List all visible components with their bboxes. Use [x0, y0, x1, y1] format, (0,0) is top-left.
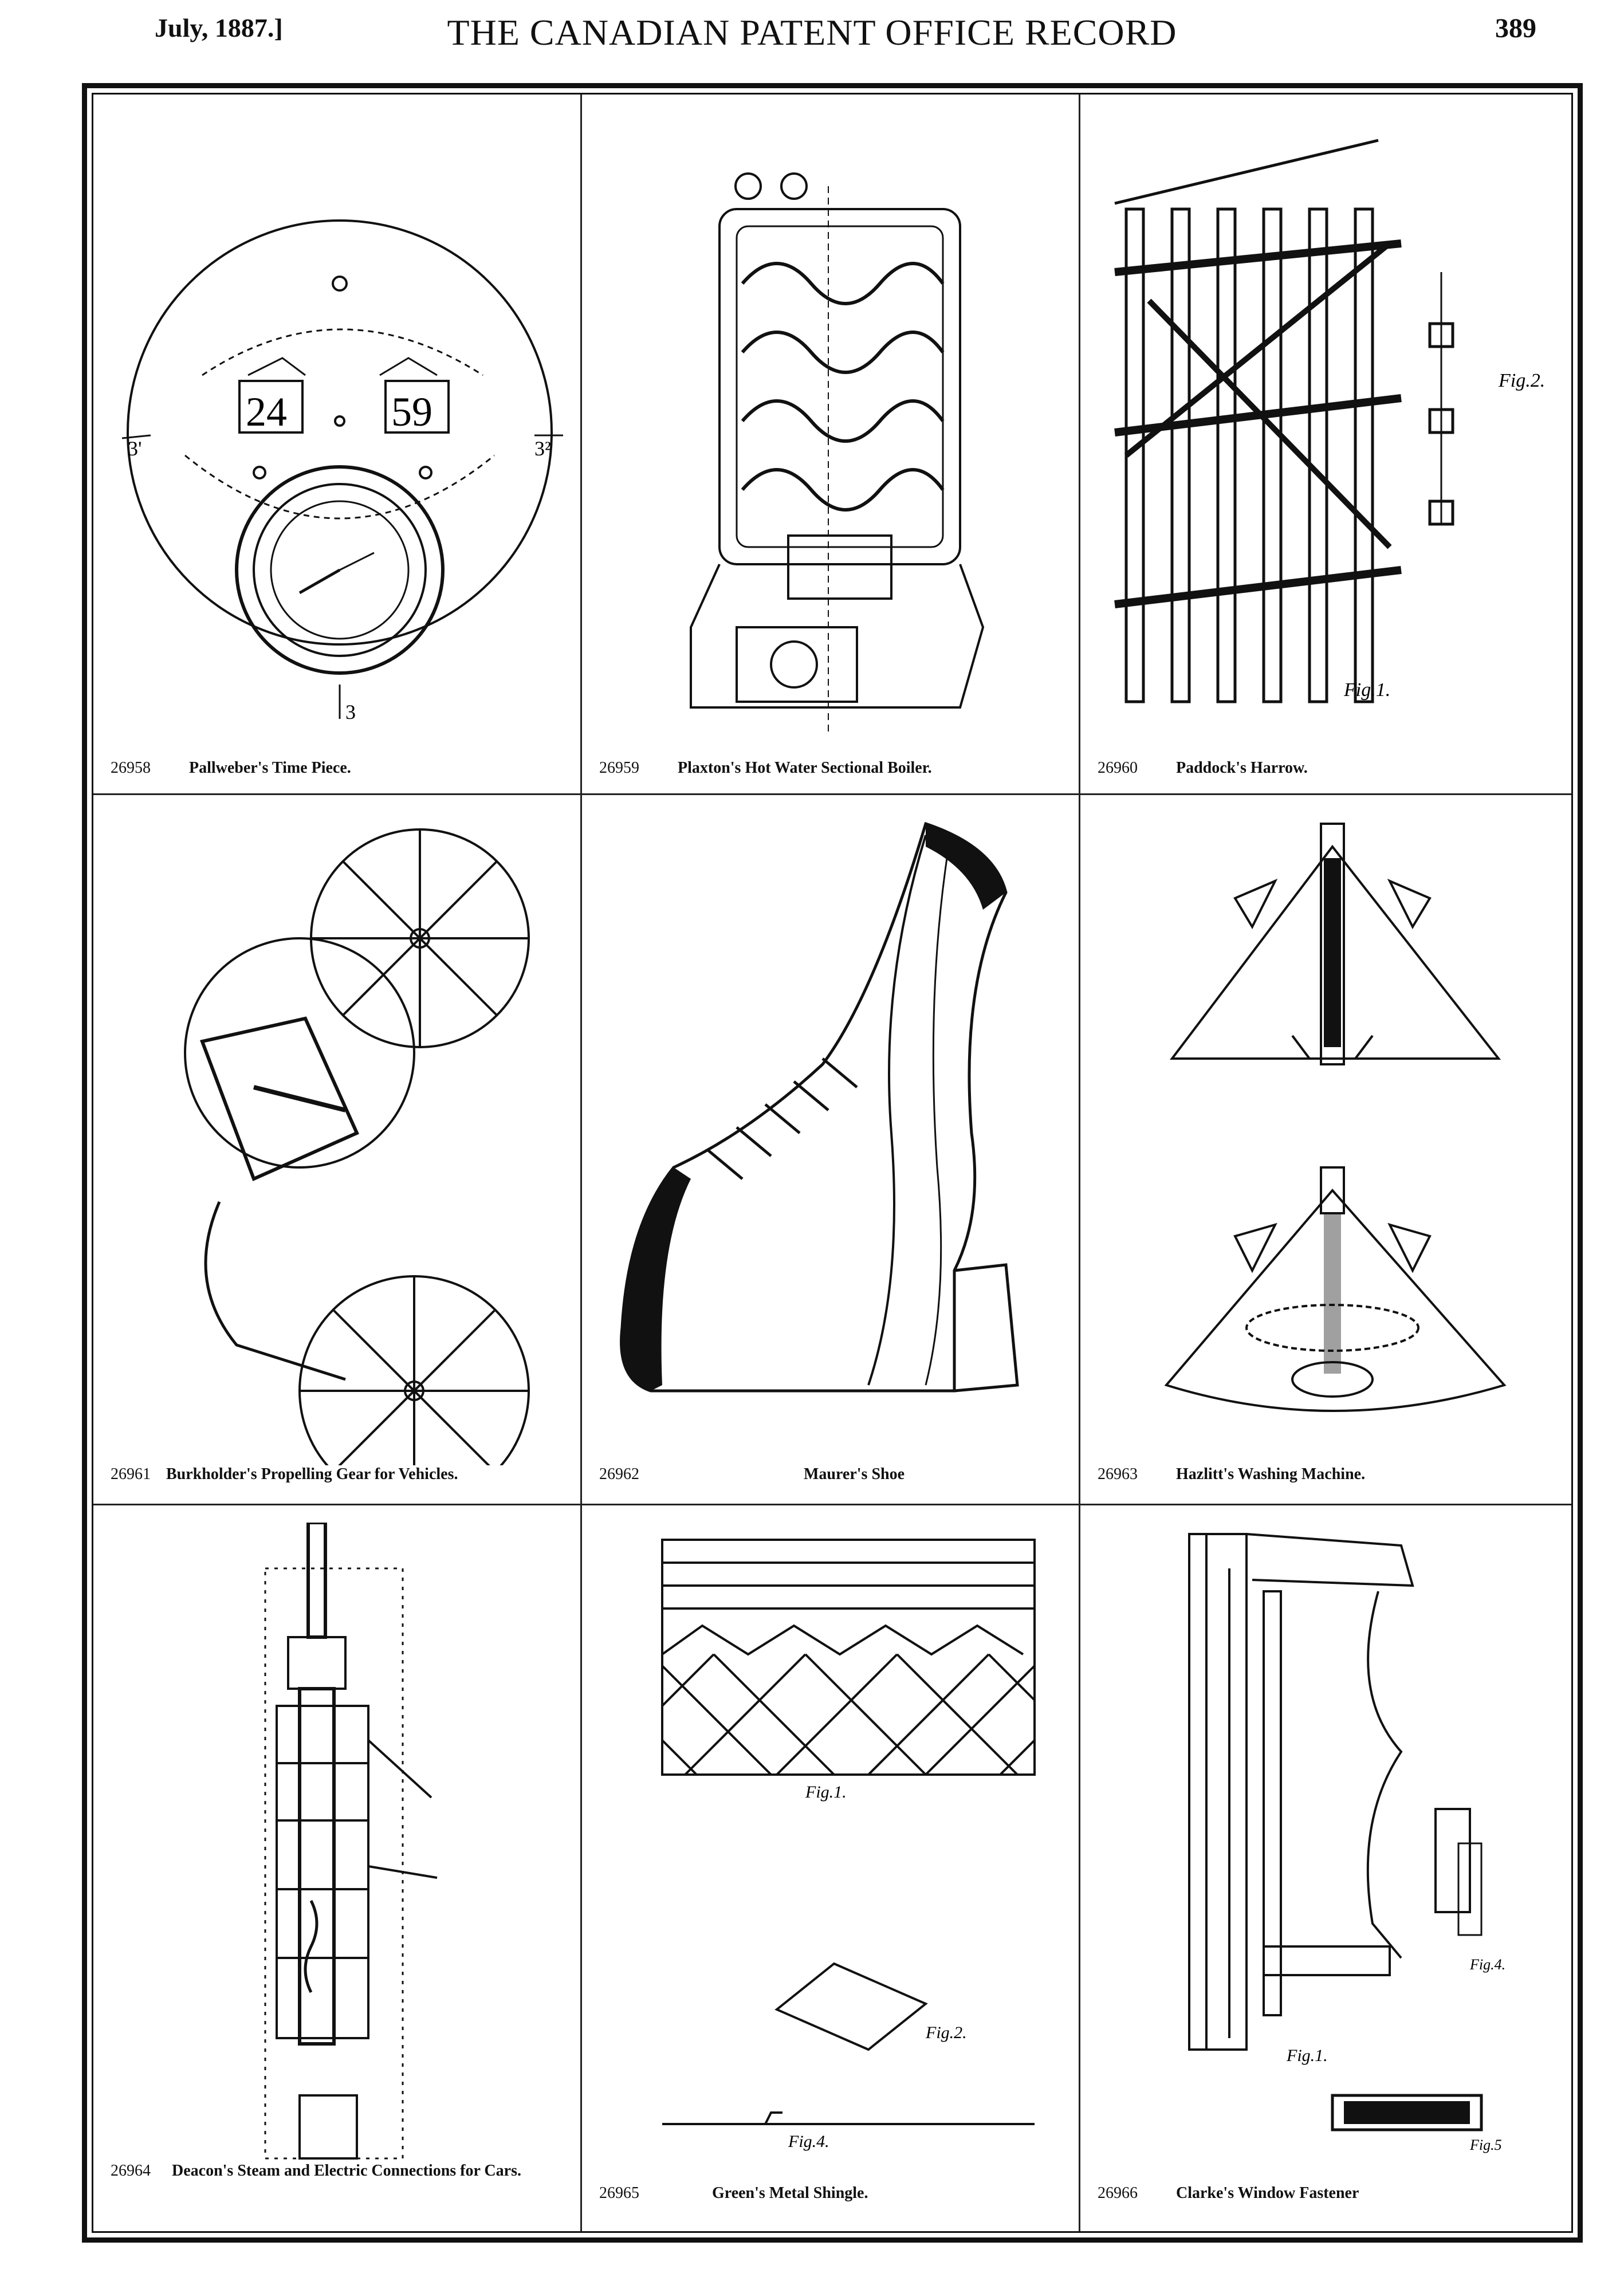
shoe-drawing — [620, 821, 1019, 1393]
figure-label: Fig.2. — [1498, 370, 1545, 391]
harrow-drawing: Fig.1. Fig.2. — [1114, 139, 1545, 703]
patent-cell-harrow: Fig.1. Fig.2. 26960 Paddock's Harrow. — [1080, 95, 1571, 793]
section-label: 3² — [534, 437, 551, 460]
patent-cell-boiler: 26959 Plaxton's Hot Water Sectional Boil… — [582, 95, 1079, 793]
patent-number: 26962 — [599, 1465, 639, 1483]
figure-label: Fig.1. — [1343, 679, 1390, 701]
metal-shingle-drawing: Fig.1. Fig.2. Fig.4. — [661, 1539, 1036, 2151]
patent-number: 26958 — [111, 759, 151, 777]
patent-caption: 26959 Plaxton's Hot Water Sectional Boil… — [599, 759, 932, 777]
patent-cell-steam-connections: 26964 Deacon's Steam and Electric Connec… — [93, 1505, 580, 2231]
patent-number: 26963 — [1098, 1465, 1138, 1483]
patent-caption: 26958 Pallweber's Time Piece. — [111, 759, 351, 777]
patent-caption: 26965 Green's Metal Shingle. — [599, 2184, 868, 2203]
patent-number: 26966 — [1098, 2184, 1138, 2202]
patent-cell-window-fastener: Fig.1. Fig.4. Fig.5 26966 Clarke's Windo… — [1080, 1505, 1571, 2231]
publication-title: THE CANADIAN PATENT OFFICE RECORD — [447, 12, 1177, 53]
patent-title: Hazlitt's Washing Machine. — [1176, 1465, 1366, 1483]
figure-label: Fig.4. — [1469, 1956, 1505, 1973]
grid-divider — [580, 95, 582, 2231]
patent-cell-propelling-gear: 26961 Burkholder's Propelling Gear for V… — [93, 795, 580, 1504]
page-number: 389 — [1495, 13, 1536, 44]
page-header: July, 1887.] THE CANADIAN PATENT OFFICE … — [0, 0, 1624, 77]
grid-divider — [93, 793, 1571, 795]
patent-cell-washing-machine: 26963 Hazlitt's Washing Machine. — [1080, 795, 1571, 1504]
patent-number: 26959 — [599, 759, 639, 777]
propelling-gear-drawing — [184, 828, 530, 1465]
window-fastener-drawing: Fig.1. Fig.4. Fig.5 — [1188, 1533, 1505, 2153]
grid-divider — [93, 1504, 1571, 1505]
clock-hours-readout: 24 — [246, 389, 287, 435]
patent-number: 26961 — [111, 1465, 151, 1483]
patent-caption: 26962 Maurer's Shoe — [599, 1465, 905, 1484]
figure-label: Fig.1. — [1286, 2046, 1328, 2065]
page-border-outer — [82, 83, 1583, 2243]
patent-number: 26965 — [599, 2184, 639, 2202]
patent-number: 26960 — [1098, 759, 1138, 777]
patent-title: Paddock's Harrow. — [1176, 759, 1308, 777]
patent-caption: 26960 Paddock's Harrow. — [1098, 759, 1308, 777]
figure-label: Fig.4. — [788, 2132, 829, 2151]
patent-caption: 26963 Hazlitt's Washing Machine. — [1098, 1465, 1365, 1484]
patent-caption: 26966 Clarke's Window Fastener — [1098, 2184, 1359, 2203]
clock-minutes-readout: 59 — [391, 389, 432, 435]
issue-date: July, 1887.] — [155, 13, 283, 42]
patent-grid: 24 59 3' 3² 3 26958 Pallweber's Time Pie… — [93, 95, 1571, 2231]
patent-title: Plaxton's Hot Water Sectional Boiler. — [678, 759, 932, 777]
patent-title: Clarke's Window Fastener — [1176, 2184, 1359, 2202]
patent-caption: 26964 Deacon's Steam and Electric Connec… — [111, 2161, 557, 2181]
patent-cell-shoe: 26962 Maurer's Shoe — [582, 795, 1079, 1504]
patent-number: 26964 — [111, 2162, 151, 2180]
patent-title: Pallweber's Time Piece. — [189, 759, 351, 777]
patent-title: Burkholder's Propelling Gear for Vehicle… — [166, 1465, 458, 1483]
figure-label: Fig.5 — [1469, 2137, 1502, 2153]
patent-caption: 26961 Burkholder's Propelling Gear for V… — [111, 1465, 458, 1484]
time-piece-drawing: 24 59 3' 3² 3 — [121, 219, 563, 723]
figure-label: Fig.1. — [805, 1783, 847, 1802]
patent-cell-metal-shingle: Fig.1. Fig.2. Fig.4. 26965 Green's Metal… — [582, 1505, 1079, 2231]
patent-title: Maurer's Shoe — [804, 1465, 905, 1483]
grid-divider — [1079, 95, 1080, 2231]
boiler-drawing — [690, 172, 985, 736]
section-label: 3 — [345, 701, 356, 723]
steam-connections-drawing — [264, 1523, 438, 2160]
patent-cell-time-piece: 24 59 3' 3² 3 26958 Pallweber's Time Pie… — [93, 95, 580, 793]
patent-title: Deacon's Steam and Electric Connections … — [172, 2162, 521, 2180]
patent-title: Green's Metal Shingle. — [712, 2184, 868, 2202]
washing-machine-drawing — [1164, 823, 1507, 1412]
section-label: 3' — [128, 437, 142, 460]
page-border-inner — [92, 93, 1573, 2233]
figure-label: Fig.2. — [925, 2023, 967, 2042]
